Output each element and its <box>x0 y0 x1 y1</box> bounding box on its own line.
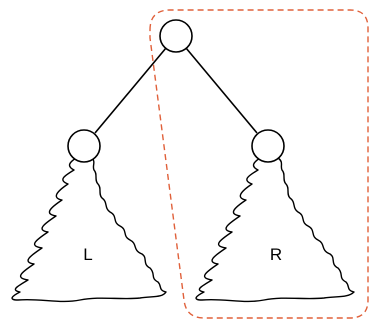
edge-root-left <box>94 47 167 134</box>
root-node <box>159 19 193 53</box>
edge-root-right <box>185 47 258 134</box>
left-child-node <box>67 129 101 163</box>
left-subtree-label: L <box>83 245 92 264</box>
left-subtree-shape <box>11 157 167 303</box>
right-child-node <box>251 129 285 163</box>
right-subtree-label: R <box>270 245 282 264</box>
right-subtree-highlight-region <box>149 9 369 319</box>
right-subtree-shape <box>195 157 355 303</box>
